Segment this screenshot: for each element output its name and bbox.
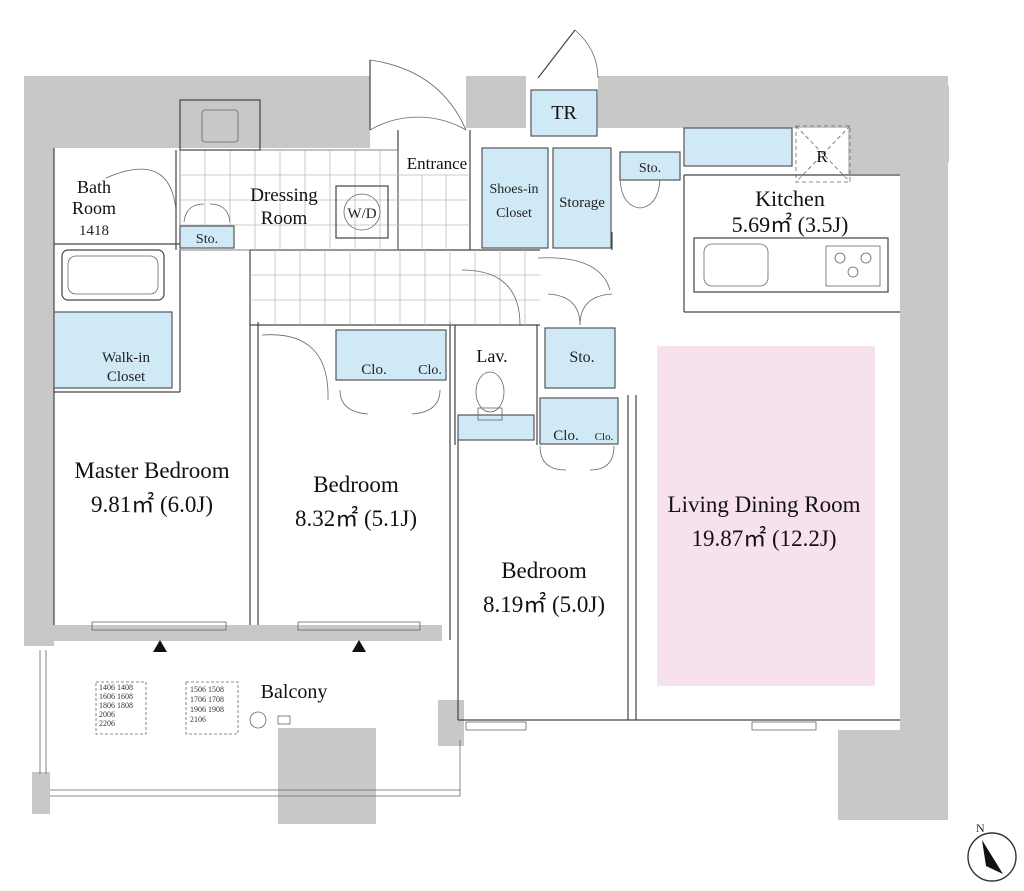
walkin-label-1: Walk-in (102, 350, 150, 366)
code-left-4: 2006 (99, 710, 115, 719)
master-bedroom-area: 9.81㎡ (6.0J) (91, 492, 213, 517)
code-right-1: 1506 1508 (190, 685, 224, 694)
sto-label-hall: Sto. (569, 349, 594, 366)
windows (39, 621, 817, 797)
code-left-5: 2206 (99, 719, 115, 728)
living-name: Living Dining Room (668, 492, 861, 517)
shoes-label-2: Closet (496, 206, 532, 221)
compass-arrow-icon (982, 840, 1003, 874)
kitchen-name: Kitchen (755, 186, 825, 211)
sto-label-bath: Sto. (196, 232, 218, 247)
balcony-codes-left: 1406 1408 1606 1608 1806 1808 2006 2206 (99, 683, 133, 728)
code-right-3: 1906 1908 (190, 705, 224, 714)
dressing-label-2: Room (261, 208, 308, 229)
hallway-tiles (250, 174, 540, 325)
living-area: 19.87㎡ (12.2J) (691, 526, 836, 551)
balcony-code-box-left (95, 681, 147, 735)
balcony-label: Balcony (261, 681, 328, 703)
code-right-4: 2106 (190, 715, 206, 724)
bedroom2-name: Bedroom (501, 558, 587, 583)
code-right-2: 1706 1708 (190, 695, 224, 704)
window-marker-1 (153, 640, 167, 652)
clo-label-3: Clo. (553, 428, 578, 444)
kitchen-area: 5.69㎡ (3.5J) (732, 212, 849, 237)
bedroom1-name: Bedroom (313, 472, 399, 497)
walkin-label-2: Closet (107, 369, 146, 385)
compass: N (967, 821, 1017, 882)
wd-label: W/D (347, 206, 376, 222)
bath-label-3: 1418 (79, 223, 109, 239)
master-bedroom-name: Master Bedroom (74, 458, 229, 483)
storage-units (53, 89, 793, 445)
code-left-2: 1606 1608 (99, 692, 133, 701)
bath-label-2: Room (72, 198, 116, 218)
exterior-walls (24, 76, 949, 824)
clo-label-4: Clo. (595, 431, 614, 443)
clo-label-2: Clo. (418, 363, 442, 378)
sto-label-kitchen: Sto. (639, 161, 661, 176)
balcony-codes-right: 1506 1508 1706 1708 1906 1908 2106 (190, 685, 224, 724)
shoes-label-1: Shoes-in (490, 182, 539, 197)
doors (105, 29, 661, 471)
lav-label: Lav. (476, 346, 507, 366)
tr-label: TR (551, 102, 577, 124)
clo-label-1: Clo. (361, 362, 386, 378)
code-left-3: 1806 1808 (99, 701, 133, 710)
balcony-code-box-right (185, 681, 239, 735)
bedroom2-area: 8.19㎡ (5.0J) (483, 592, 605, 617)
compass-label: N (976, 821, 985, 835)
fixtures (61, 99, 889, 729)
storage-label: Storage (559, 195, 605, 211)
bath-label-1: Bath (77, 177, 111, 197)
living-room-highlight (657, 346, 875, 686)
entrance-label: Entrance (407, 154, 467, 173)
dressing-label-1: Dressing (250, 185, 318, 206)
bedroom1-area: 8.32㎡ (5.1J) (295, 506, 417, 531)
code-left-1: 1406 1408 (99, 683, 133, 692)
fridge-label: R (816, 147, 828, 166)
window-marker-2 (352, 640, 366, 652)
